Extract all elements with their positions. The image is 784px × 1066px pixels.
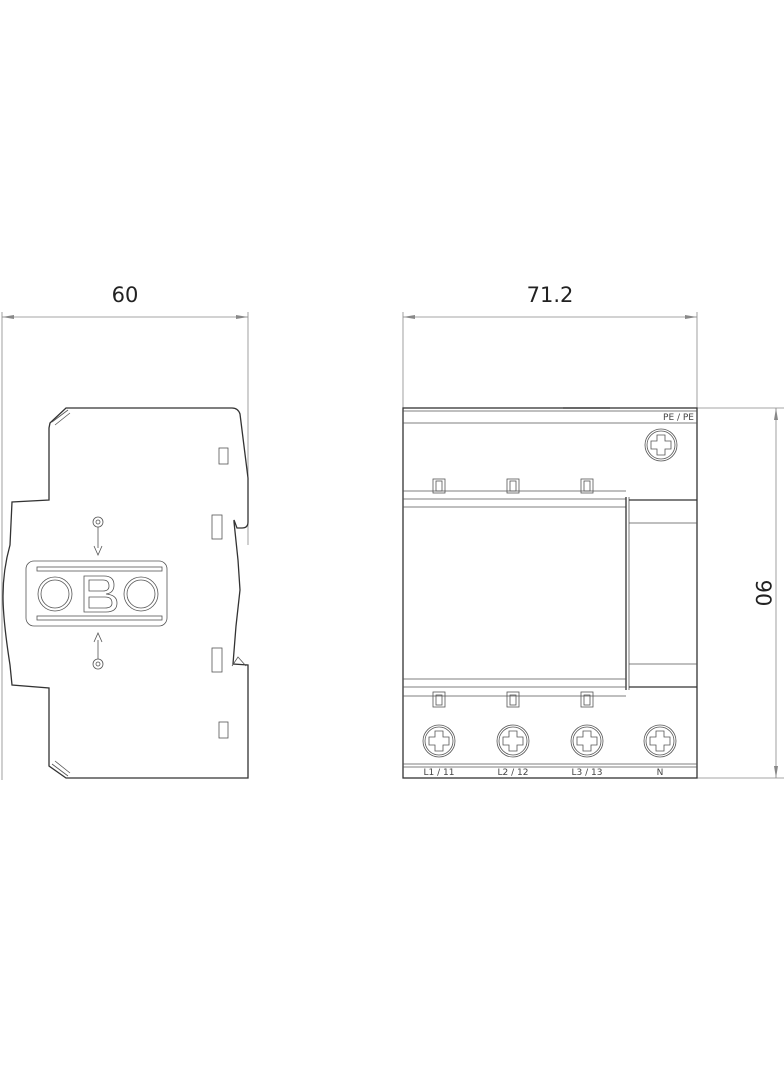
terminal-screw-n-icon xyxy=(643,724,677,758)
slot-3 xyxy=(211,647,223,673)
dimension-60: 60 xyxy=(1,283,249,780)
top-tabs xyxy=(432,478,594,494)
terminal-label-l1: L1 / 11 xyxy=(424,768,455,778)
terminal-screw-l3-icon xyxy=(570,724,604,758)
front-view: 71.2 90 PE / PE xyxy=(402,283,784,779)
front-body-outline xyxy=(402,407,698,779)
dimension-90-label: 90 xyxy=(751,580,775,607)
dimension-60-label: 60 xyxy=(112,283,139,307)
side-view: 60 xyxy=(1,283,249,780)
dimension-71-2: 71.2 xyxy=(402,283,698,410)
latch-triangle xyxy=(231,656,247,667)
dimension-90: 90 xyxy=(697,407,784,779)
dimension-71-2-label: 71.2 xyxy=(527,283,574,307)
pe-screw-icon xyxy=(644,428,678,462)
terminal-label-l2: L2 / 12 xyxy=(498,768,529,778)
obo-logo xyxy=(25,560,168,627)
up-arrow-icon xyxy=(92,632,104,670)
bottom-tabs xyxy=(432,691,594,708)
top-clip xyxy=(51,409,71,426)
bottom-clip xyxy=(51,760,71,777)
side-view-outline xyxy=(2,407,249,779)
terminal-screw-l2-icon xyxy=(496,724,530,758)
slot-4 xyxy=(218,721,229,739)
terminal-label-n: N xyxy=(657,768,664,778)
down-arrow-icon xyxy=(92,516,104,556)
pe-terminal-label: PE / PE xyxy=(663,413,694,423)
terminal-label-l3: L3 / 13 xyxy=(572,768,603,778)
terminal-screw-l1-icon xyxy=(422,724,456,758)
slot-2 xyxy=(211,514,223,540)
slot-1 xyxy=(218,447,229,465)
